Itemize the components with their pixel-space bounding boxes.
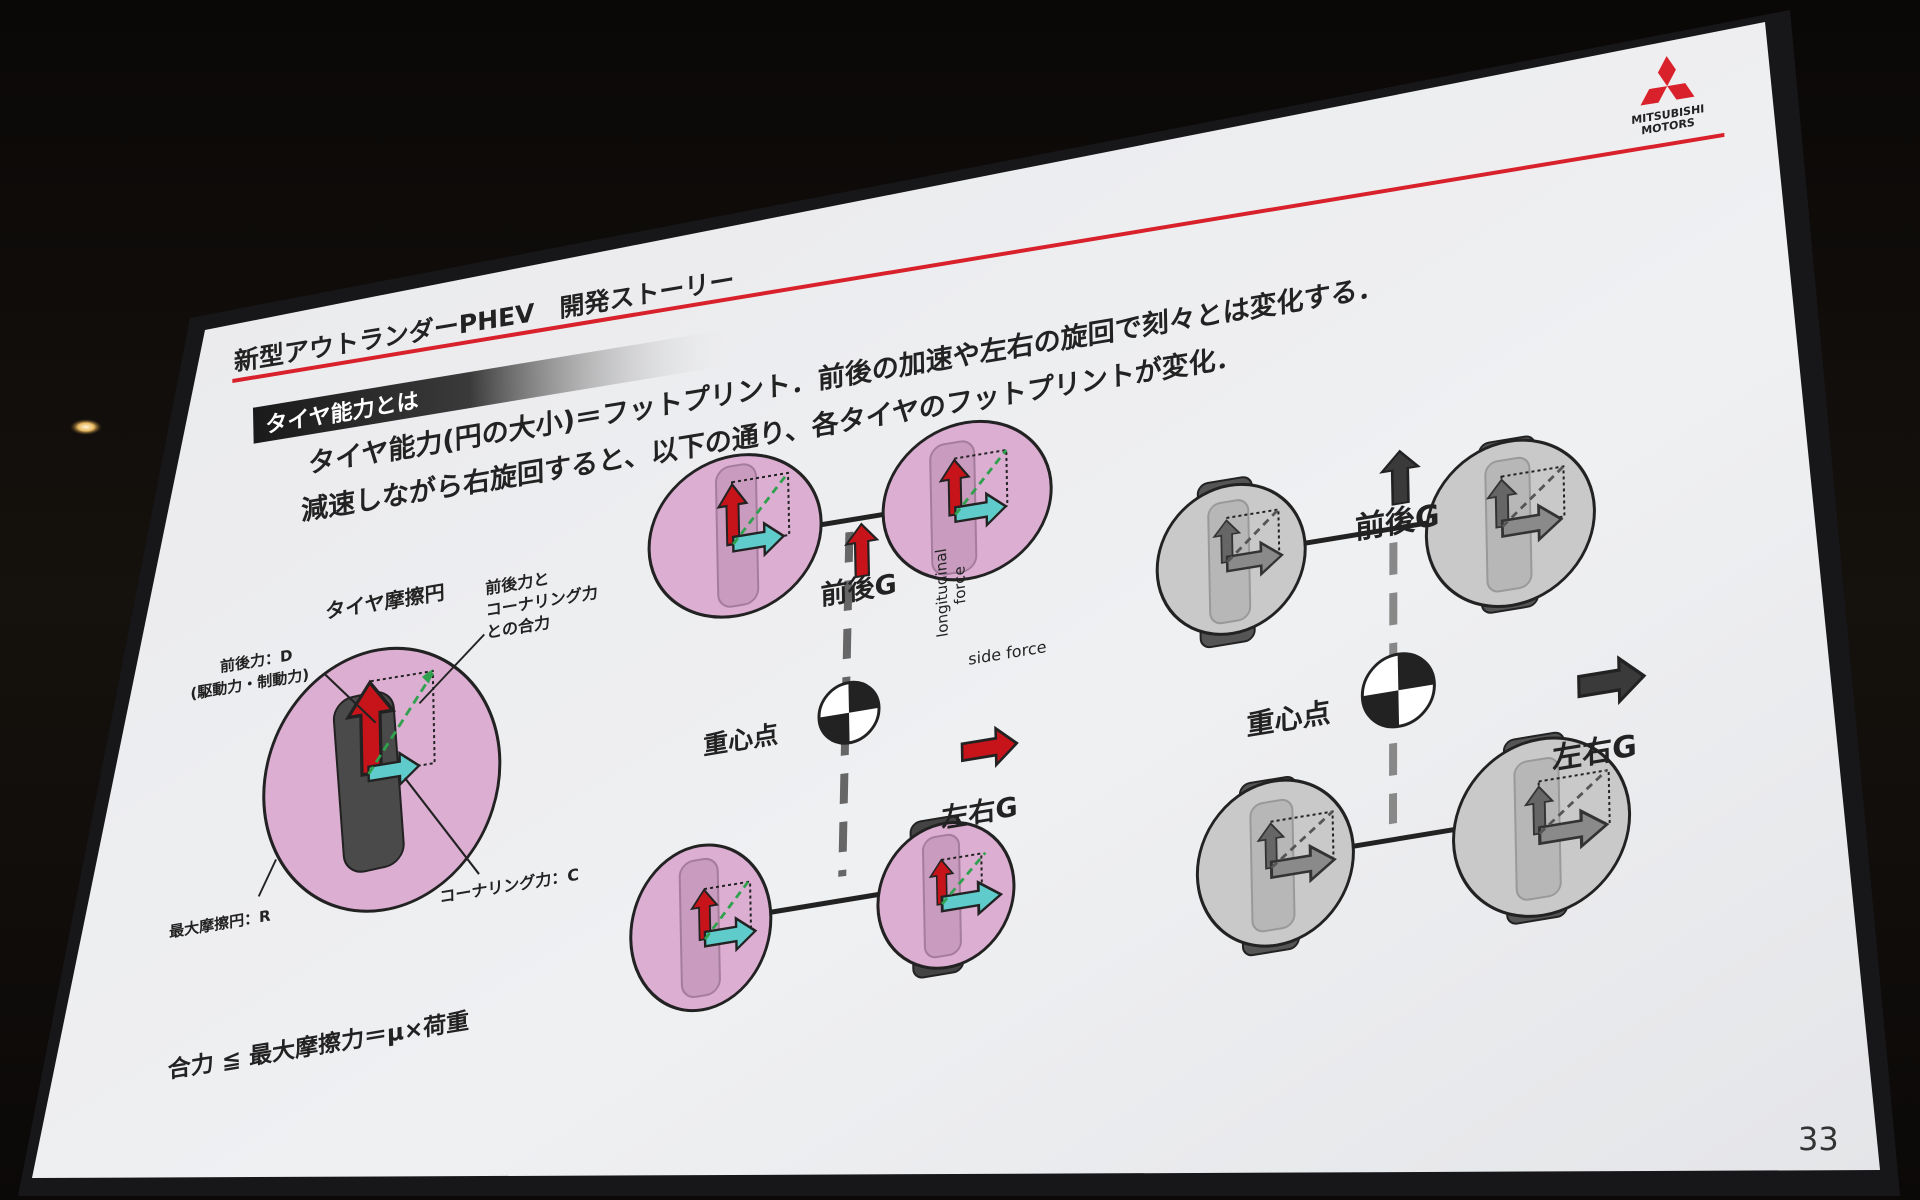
front-left-tire xyxy=(647,453,823,619)
leader-max-circle xyxy=(257,859,277,897)
leader-resultant xyxy=(418,633,485,704)
leader-cornering xyxy=(404,777,480,875)
rear-left-tire xyxy=(629,843,773,1013)
rear-right-tire xyxy=(876,815,1016,979)
front-right-tire xyxy=(881,419,1053,582)
rear-right-tire-2 xyxy=(1452,731,1632,925)
projection-screen xyxy=(32,22,1880,1178)
front-right-tire-2 xyxy=(1424,435,1596,614)
cog-symbol-2 xyxy=(1360,652,1436,729)
resultant-force-line xyxy=(367,672,435,775)
longitudinal-force-label-2: force xyxy=(951,565,970,606)
longitudinal-force-label-1: longitudinal xyxy=(932,547,952,638)
cog-symbol xyxy=(817,680,881,745)
resultant-arrow-head xyxy=(421,669,433,684)
ceiling-lamp xyxy=(70,419,102,435)
resultant-box xyxy=(369,669,436,775)
section-label-bg xyxy=(252,328,734,444)
car-diagram-inactive: 重心点 前後G 左右G xyxy=(1155,435,1647,957)
page-number: 33 xyxy=(1798,1120,1839,1158)
rear-left-tire-2 xyxy=(1195,775,1355,957)
front-left-tire-2 xyxy=(1155,476,1307,649)
leader-longitudinal xyxy=(323,673,377,724)
title-rule xyxy=(232,132,1725,384)
